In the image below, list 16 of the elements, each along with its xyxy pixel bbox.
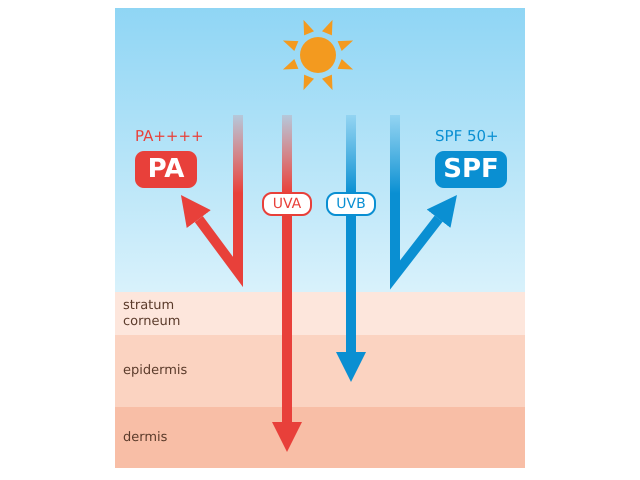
layer-label: dermis xyxy=(123,430,168,446)
arrow xyxy=(272,115,302,452)
layer-label: stratum corneum xyxy=(123,298,182,330)
rating-label: PA++++ xyxy=(135,127,204,145)
rating-label: SPF 50+ xyxy=(435,127,499,145)
skin-layer-band xyxy=(115,335,525,407)
skin-layer-band xyxy=(115,407,525,468)
edge-label: UVB xyxy=(326,192,376,216)
arrow xyxy=(336,115,366,382)
arrow xyxy=(390,115,457,290)
layer-label: epidermis xyxy=(123,363,188,379)
pa-badge: PA xyxy=(135,151,197,188)
skin-layer-band xyxy=(115,292,525,335)
spf-badge: SPF xyxy=(435,151,507,188)
arrow xyxy=(180,115,243,288)
edge-label: UVA xyxy=(262,192,312,216)
